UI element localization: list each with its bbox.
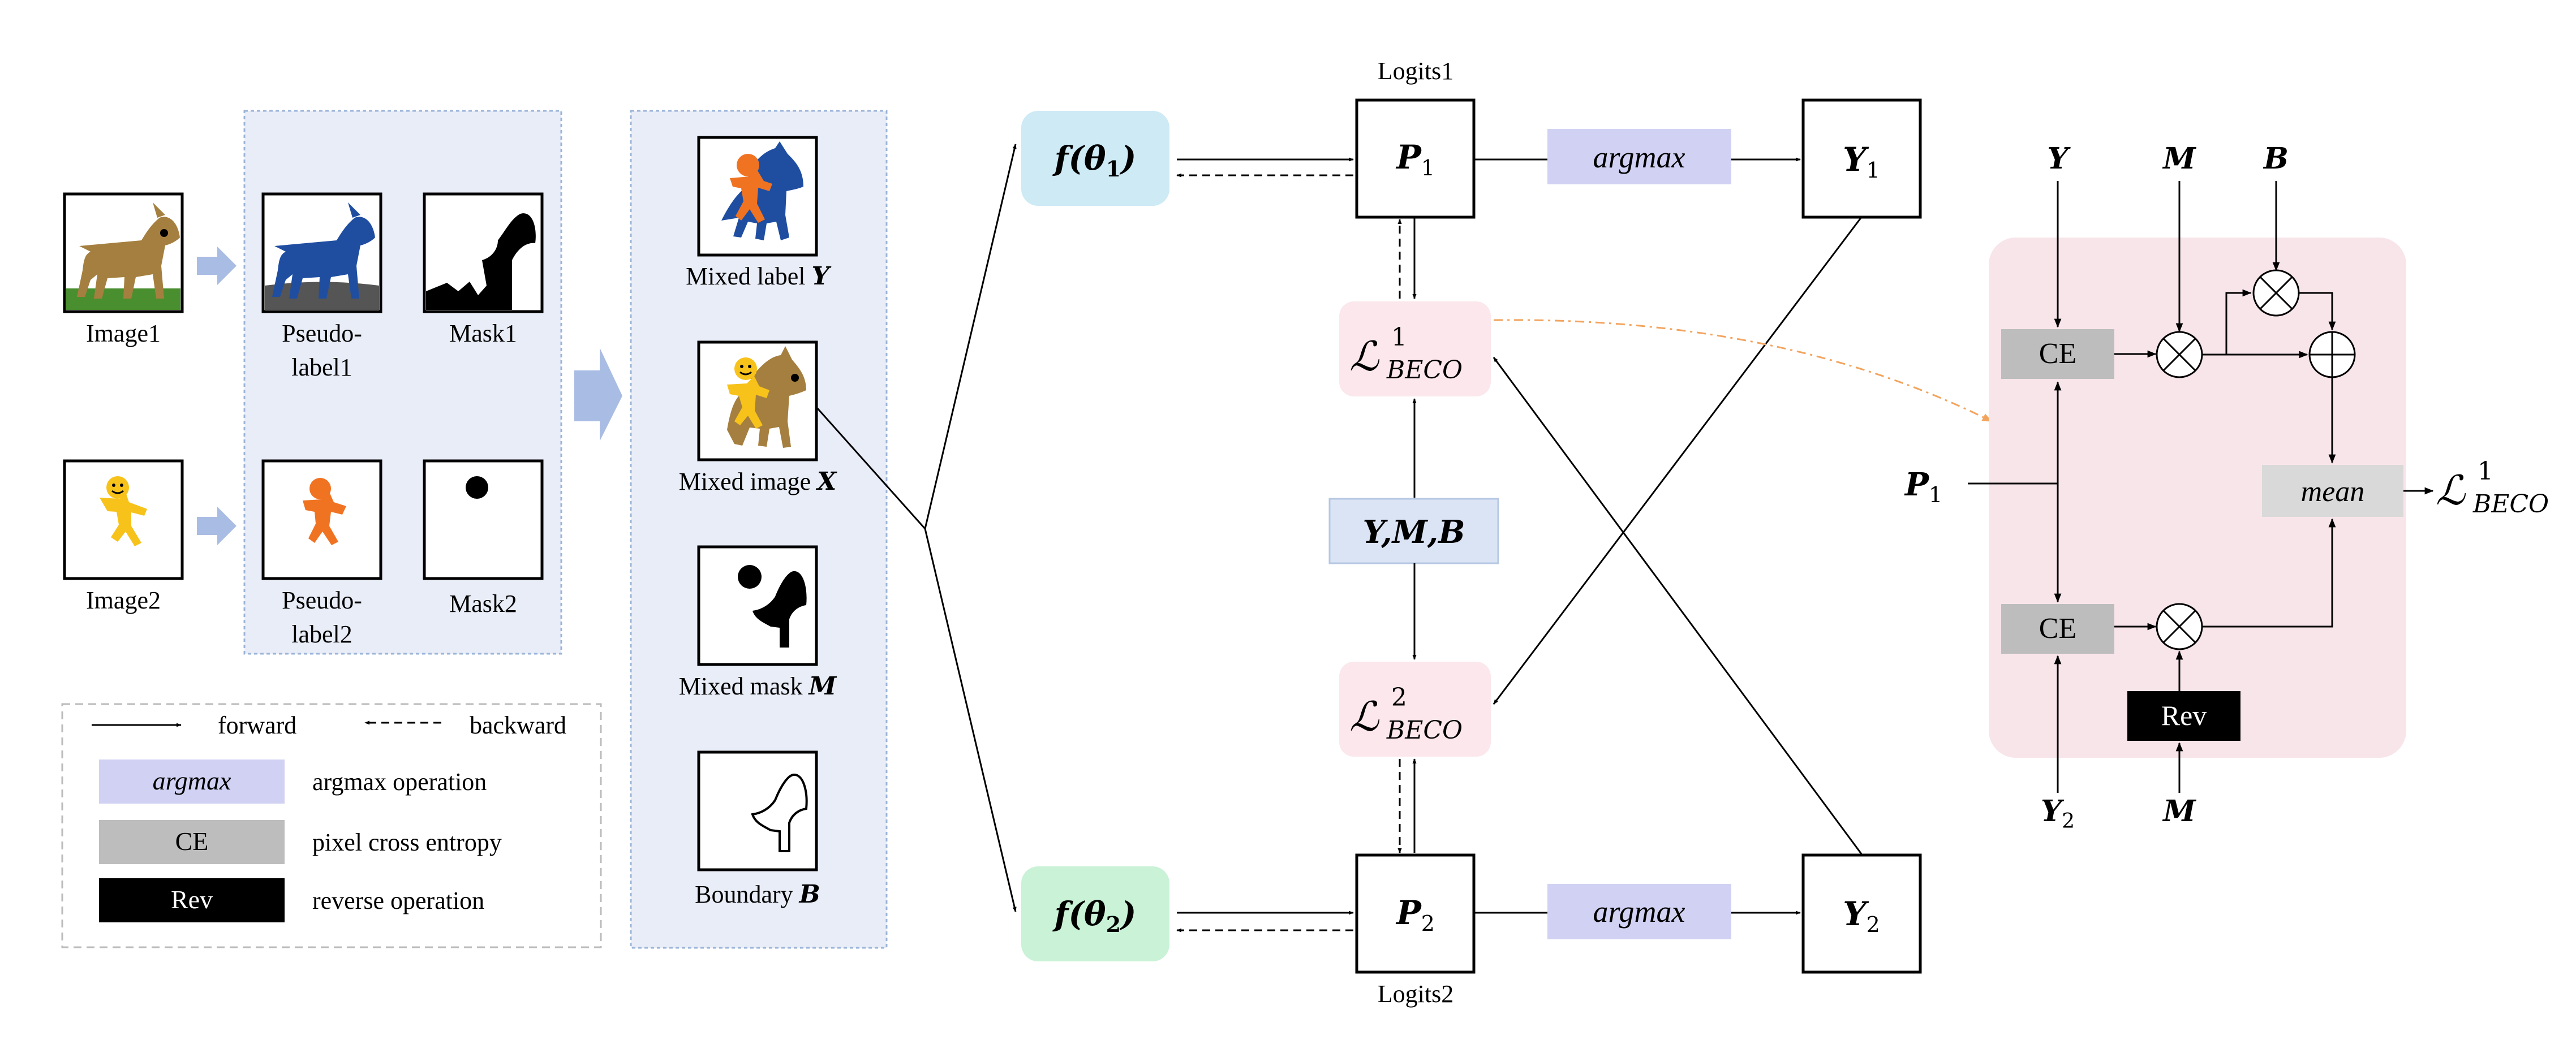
- p2-label: P2: [1395, 894, 1435, 936]
- legend-backward-label: backward: [470, 711, 566, 739]
- y2-to-loss1: [1493, 357, 1863, 855]
- argmax1-box: [1547, 129, 1731, 184]
- logits1-caption: Logits1: [1378, 57, 1453, 85]
- network-f2-label: f(θ2): [1052, 895, 1137, 937]
- mask1-caption: Mask1: [449, 320, 517, 347]
- loss2-box: [1339, 662, 1491, 757]
- network-f1-label: f(θ1): [1052, 139, 1137, 182]
- logits2-caption: Logits2: [1378, 980, 1453, 1008]
- arrow-image2-to-pseudo2: [197, 507, 236, 545]
- module-input-y: Y: [2047, 141, 2071, 176]
- mixed-image-caption: Mixed image X: [679, 467, 837, 496]
- legend-argmax-key: argmax: [153, 766, 231, 795]
- y2-label: Y2: [1843, 895, 1880, 937]
- legend-argmax-swatch: [99, 759, 285, 804]
- legend-ce-desc: pixel cross entropy: [312, 828, 502, 856]
- network-f2-box: [1021, 866, 1169, 961]
- legend-argmax-desc: argmax operation: [312, 768, 487, 796]
- p1-label: P1: [1395, 138, 1435, 180]
- module-rev-box: [2127, 691, 2240, 741]
- module-input-m-bottom: M: [2162, 794, 2196, 828]
- legend-rev-desc: reverse operation: [312, 887, 484, 914]
- mixed-mask-thumbnail: [697, 545, 818, 666]
- legend-ce-swatch: [99, 820, 285, 864]
- image2-caption: Image2: [86, 586, 161, 614]
- module-add-icon: [2308, 331, 2356, 378]
- argmax2-box: [1547, 884, 1731, 939]
- pseudo-label1-thumbnail: [261, 192, 382, 313]
- y1-label: Y1: [1843, 140, 1880, 183]
- module-mean-box: [2262, 465, 2403, 517]
- image1-thumbnail: [63, 192, 184, 313]
- legend: forward backward argmax argmax operation…: [61, 703, 602, 948]
- y1-box: [1801, 98, 1922, 219]
- argmax1-label: argmax: [1593, 140, 1685, 174]
- mixed-label-caption: Mixed label Y: [686, 262, 831, 291]
- beco-loss-module: Y M B CE P1: [1904, 141, 2549, 833]
- module-input-y2: Y2: [2041, 794, 2075, 833]
- legend-rev-key: Rev: [171, 885, 213, 914]
- ymb-label: Y,M,B: [1362, 513, 1465, 551]
- module-multiply2-icon: [2156, 603, 2203, 650]
- module-input-p1: P1: [1904, 466, 1942, 507]
- mixed-image-thumbnail: [697, 340, 818, 461]
- module-ce1-label: CE: [2039, 338, 2076, 370]
- source-panel: Image1 Image2 Pseudo- label1 Mask1: [63, 110, 562, 655]
- y2-box: [1801, 853, 1922, 974]
- mixed-image-to-networks: [815, 144, 1017, 912]
- pseudo-label2-caption-line2: label2: [291, 620, 352, 648]
- mixed-mask-caption: Mixed mask M: [679, 672, 837, 701]
- pseudo-label1-caption-line2: label1: [291, 353, 352, 381]
- module-mean-label: mean: [2301, 476, 2365, 508]
- legend-ce-key: CE: [175, 827, 209, 856]
- module-multiply1-icon: [2156, 331, 2203, 378]
- loss1-detail-pointer: [1493, 319, 1993, 422]
- mask1-thumbnail: [423, 192, 544, 313]
- p1-box: [1355, 98, 1476, 219]
- mixed-panel: Mixed label Y Mixed image X Mixed mask M…: [630, 110, 888, 949]
- arrow-image1-to-pseudo1: [197, 247, 236, 285]
- pseudo-label2-thumbnail: [261, 459, 382, 580]
- pseudo-label1-caption-line1: Pseudo-: [282, 320, 362, 347]
- boundary-caption: Boundary B: [695, 880, 820, 909]
- module-ce2-label: CE: [2039, 612, 2076, 645]
- loss1-box: [1339, 301, 1491, 396]
- legend-forward-label: forward: [218, 711, 296, 739]
- p2-box: [1355, 853, 1476, 974]
- legend-rev-swatch: [99, 878, 285, 922]
- ymb-box: [1328, 498, 1499, 564]
- module-input-b: B: [2263, 141, 2289, 176]
- mixed-label-thumbnail: [697, 136, 818, 257]
- argmax2-label: argmax: [1593, 895, 1685, 929]
- y1-to-loss2: [1493, 217, 1863, 705]
- module-rev-label: Rev: [2161, 700, 2207, 731]
- mask2-caption: Mask2: [449, 590, 517, 618]
- module-multiply-b-icon: [2252, 269, 2300, 317]
- image2-thumbnail: [63, 459, 184, 580]
- module-input-m: M: [2162, 141, 2196, 176]
- pseudo-label2-caption-line1: Pseudo-: [282, 586, 362, 614]
- image1-caption: Image1: [86, 320, 161, 347]
- network: f(θ1) f(θ2) Logits1 P1 P2 Logits2 argmax…: [1021, 57, 1993, 1008]
- module-ce2-box: [2001, 604, 2114, 654]
- network-f1-box: [1021, 111, 1169, 206]
- big-mix-arrow: [574, 348, 622, 441]
- boundary-thumbnail: [697, 750, 818, 871]
- mask2-thumbnail: [423, 459, 544, 580]
- module-ce1-box: [2001, 329, 2114, 379]
